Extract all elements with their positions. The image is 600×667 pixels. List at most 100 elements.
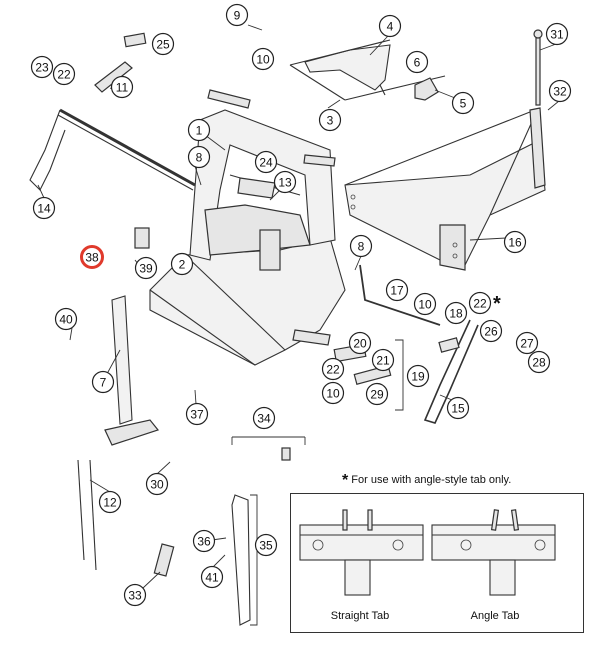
callout-39: 39 (134, 256, 158, 280)
callout-22b: 22 (468, 291, 492, 315)
callout-circle (98, 490, 122, 514)
callout-23: 23 (30, 55, 54, 79)
rod-17 (359, 264, 441, 326)
callout-7: 7 (91, 370, 115, 394)
note-star: * (342, 472, 349, 489)
callout-label: 30 (150, 478, 164, 492)
angle-tab-note: * For use with angle-style tab only. (342, 472, 511, 490)
callout-label: 3 (327, 114, 334, 128)
callout-circle (273, 170, 297, 194)
rod-12b (89, 459, 97, 571)
callout-label: 36 (197, 535, 211, 549)
callout-circle (348, 331, 372, 355)
callout-label: 37 (190, 408, 204, 422)
callout-label: 8 (358, 240, 365, 254)
note-text: For use with angle-style tab only. (351, 474, 512, 486)
callout-34: 34 (252, 406, 276, 430)
callout-circle (80, 245, 104, 269)
callout-circle (254, 150, 278, 174)
link-15 (423, 319, 479, 424)
callout-layer: 1234567889101010111213141516171819202122… (30, 3, 572, 607)
bracket-35 (231, 494, 251, 626)
tab-inset-box (290, 493, 584, 633)
callout-5: 5 (451, 91, 475, 115)
callout-label: 7 (100, 376, 107, 390)
callout-label: 14 (37, 202, 51, 216)
callout-label: 16 (508, 236, 522, 250)
callout-circle (187, 118, 211, 142)
shock-33 (153, 543, 175, 577)
callout-circle (444, 301, 468, 325)
callout-label: 22 (326, 363, 340, 377)
callout-29: 29 (365, 382, 389, 406)
callout-8: 8 (187, 145, 211, 169)
angle-tab-drawing (431, 509, 556, 596)
callout-label: 31 (550, 28, 564, 42)
callout-label: 22 (57, 68, 71, 82)
angle-tab-label: Angle Tab (470, 610, 520, 622)
callout-label: 6 (414, 56, 421, 70)
callout-circle (371, 348, 395, 372)
callout-1: 1 (187, 118, 211, 142)
callout-12: 12 (98, 490, 122, 514)
callout-circle (365, 382, 389, 406)
callout-24: 24 (254, 150, 278, 174)
callout-14: 14 (32, 196, 56, 220)
callout-circle (378, 14, 402, 38)
callout-30: 30 (145, 472, 169, 496)
callout-circle (52, 62, 76, 86)
star-marker: * (493, 293, 501, 315)
callout-10: 10 (251, 47, 275, 71)
callout-33: 33 (123, 583, 147, 607)
callout-label: 12 (103, 496, 117, 510)
callout-label: 17 (390, 284, 404, 298)
callout-circle (321, 381, 345, 405)
callout-label: 25 (156, 38, 170, 52)
callout-label: 13 (278, 176, 292, 190)
callout-18: 18 (444, 301, 468, 325)
callout-circle (123, 583, 147, 607)
callout-36: 36 (192, 529, 216, 553)
callout-label: 8 (196, 151, 203, 165)
callout-circle (515, 331, 539, 355)
callout-circle (527, 350, 551, 374)
callout-label: 22 (473, 297, 487, 311)
callout-circle (545, 22, 569, 46)
callout-label: 4 (387, 20, 394, 34)
callout-circle (503, 230, 527, 254)
callout-circle (479, 319, 503, 343)
callout-circle (151, 32, 175, 56)
callout-label: 2 (179, 258, 186, 272)
callout-8b: 8 (349, 234, 373, 258)
callout-37: 37 (185, 402, 209, 426)
callout-circle (254, 533, 278, 557)
callout-label: 32 (553, 85, 567, 99)
callout-31: 31 (545, 22, 569, 46)
callout-10b: 10 (413, 292, 437, 316)
callout-circle (185, 402, 209, 426)
callout-circle (446, 396, 470, 420)
callout-22: 22 (52, 62, 76, 86)
callout-circle (349, 234, 373, 258)
callout-4: 4 (378, 14, 402, 38)
callout-17: 17 (385, 278, 409, 302)
callout-label: 33 (128, 589, 142, 603)
hardware-34 (281, 447, 291, 461)
callout-27: 27 (515, 331, 539, 355)
callout-circle (413, 292, 437, 316)
callout-10c: 10 (321, 381, 345, 405)
main-frame (149, 89, 346, 366)
callout-label: 26 (484, 325, 498, 339)
callout-label: 10 (418, 298, 432, 312)
handle-assembly (29, 32, 196, 191)
callout-circle (54, 307, 78, 331)
callout-28: 28 (527, 350, 551, 374)
spring-2 (134, 227, 150, 249)
lift-arm-assembly (344, 29, 546, 271)
callout-label: 18 (449, 307, 463, 321)
straight-tab-label: Straight Tab (330, 610, 390, 622)
callout-label: 29 (370, 388, 384, 402)
callout-label: 19 (411, 370, 425, 384)
callout-circle (251, 47, 275, 71)
